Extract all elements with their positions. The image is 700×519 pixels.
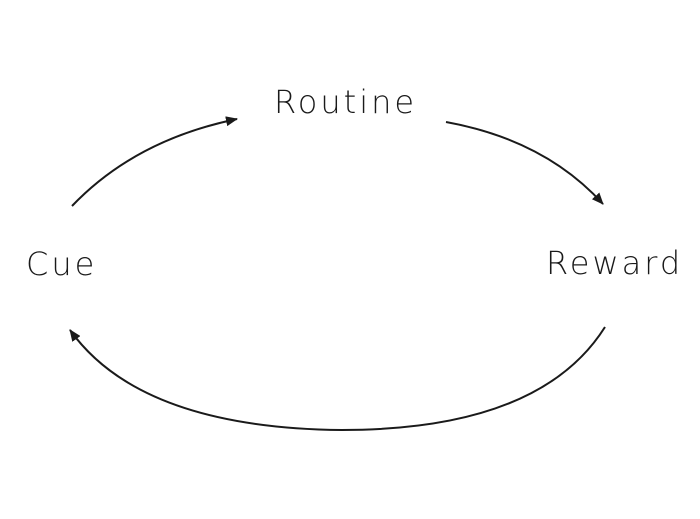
arrow-reward-to-cue	[69, 326, 606, 432]
node-cue-label: Cue	[26, 245, 98, 283]
node-routine-label: Routine	[274, 83, 418, 121]
arrow-cue-to-routine	[71, 116, 238, 207]
node-reward-label: Reward	[546, 244, 684, 282]
arrow-routine-to-reward	[445, 121, 604, 205]
